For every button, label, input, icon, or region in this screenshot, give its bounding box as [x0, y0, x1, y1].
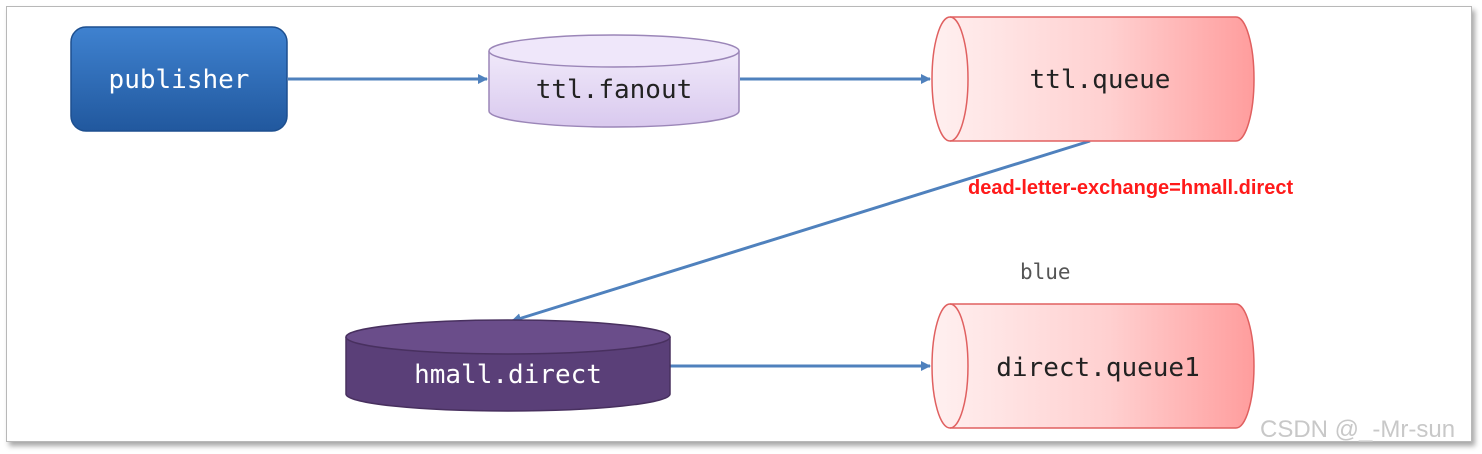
ttl-fanout-exchange-node: ttl.fanout: [488, 34, 740, 128]
direct-queue1-label: direct.queue1: [996, 353, 1200, 383]
hmall-direct-exchange-node: hmall.direct: [345, 319, 671, 412]
ttl-queue-label: ttl.queue: [1030, 65, 1171, 95]
ttl-queue-node: ttl.queue: [931, 16, 1255, 142]
ttl-fanout-label: ttl.fanout: [536, 75, 693, 105]
hmall-direct-label: hmall.direct: [414, 360, 602, 390]
publisher-label: publisher: [109, 65, 250, 95]
publisher-node: publisher: [70, 26, 288, 132]
direct-queue1-node: direct.queue1: [931, 303, 1255, 429]
edge-ttl-queue-to-hmall-direct: [511, 139, 1091, 324]
routing-key-label: blue: [1020, 260, 1071, 284]
watermark-text: CSDN @_-Mr-sun: [1260, 416, 1455, 443]
dead-letter-exchange-label: dead-letter-exchange=hmall.direct: [968, 177, 1293, 199]
